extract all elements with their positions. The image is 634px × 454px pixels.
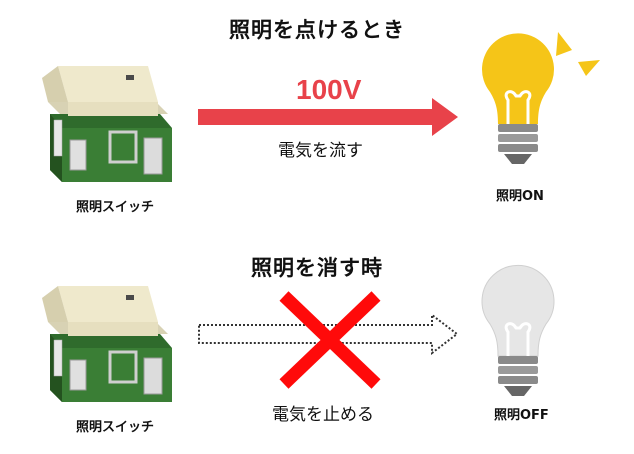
- switch-icon: [42, 286, 172, 402]
- current-flow-arrow: [198, 98, 460, 138]
- switch-label-on: 照明スイッチ: [76, 200, 155, 215]
- switch-icon: [42, 66, 172, 182]
- switch-label-off: 照明スイッチ: [76, 420, 155, 435]
- bulb-on-icon: [482, 32, 600, 164]
- light-bulb-off: [468, 264, 568, 404]
- heading-turn-on: 照明を点けるとき: [229, 18, 405, 42]
- light-bulb-on: [468, 32, 608, 182]
- flow-text-off: 電気を止める: [272, 405, 374, 425]
- bulb-label-on: 照明ON: [496, 189, 544, 204]
- bulb-off-icon: [481, 264, 555, 396]
- cross-mark-icon: [276, 290, 384, 390]
- light-switch-image-off: [40, 282, 180, 410]
- bulb-label-off: 照明OFF: [494, 408, 549, 423]
- flow-text-on: 電気を流す: [278, 141, 363, 161]
- light-switch-image-on: [40, 62, 180, 190]
- voltage-label: 100V: [296, 74, 362, 105]
- heading-turn-off: 照明を消す時: [251, 256, 383, 280]
- blocked-flow-arrow: [198, 312, 460, 356]
